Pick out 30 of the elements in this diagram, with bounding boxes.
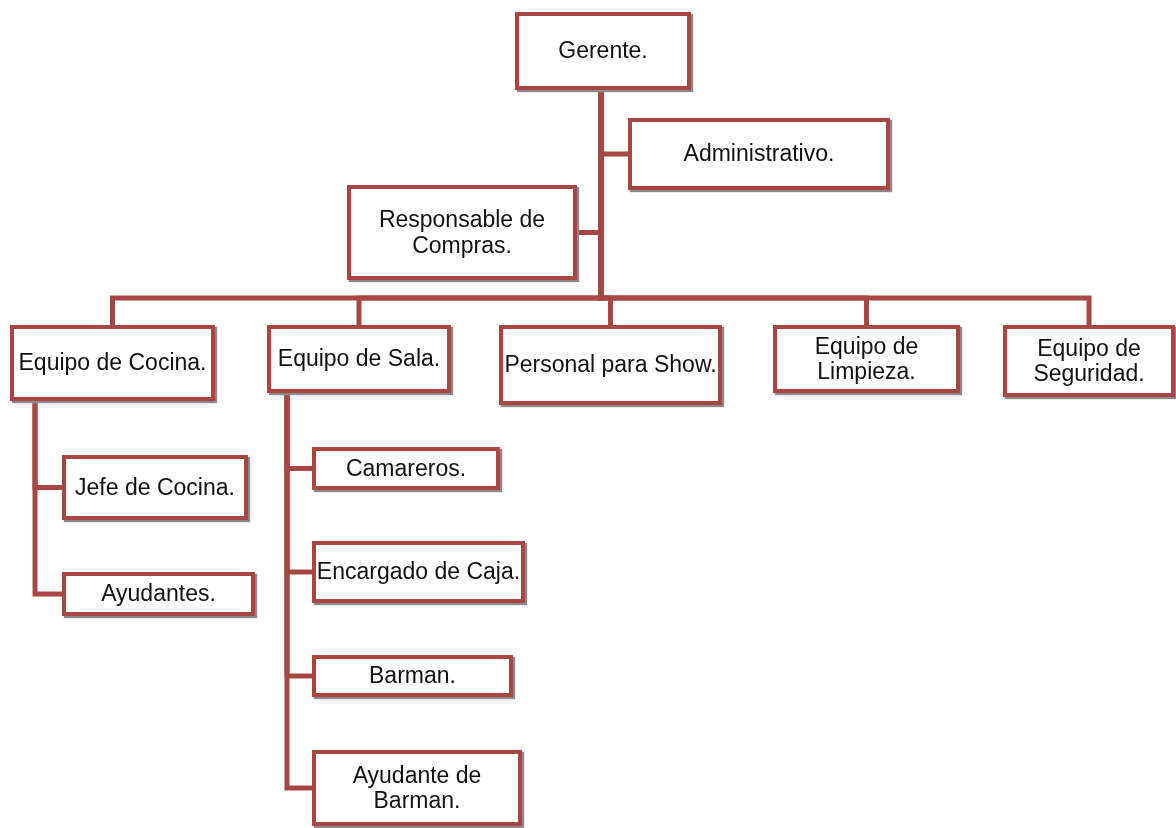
org-box — [499, 325, 722, 405]
role-label: Equipo de Seguridad. — [1032, 335, 1146, 387]
org-box — [62, 572, 255, 616]
org-box — [628, 118, 890, 190]
role-label: Gerente. — [558, 38, 648, 64]
role-label: Jefe de Cocina. — [75, 474, 235, 501]
org-box — [312, 541, 525, 603]
role-label: Equipo de Sala. — [277, 346, 441, 372]
org-box — [1003, 325, 1175, 397]
role-label: Equipo de Cocina. — [18, 350, 207, 376]
connector-line — [284, 393, 312, 791]
connector-line — [32, 401, 62, 597]
org-box — [773, 325, 960, 393]
role-label: Equipo de Limpieza. — [813, 333, 920, 385]
role-label: Responsable de Compras. — [377, 207, 547, 258]
org-box — [515, 12, 691, 90]
role-label: Camareros. — [345, 455, 467, 482]
org-box — [62, 455, 248, 520]
role-label: Personal para Show. — [504, 352, 717, 378]
org-box — [10, 325, 215, 401]
org-box — [347, 185, 577, 280]
role-label: Ayudantes. — [101, 581, 216, 607]
org-box — [312, 447, 500, 490]
role-label: Encargado de Caja. — [316, 559, 521, 585]
org-box — [312, 655, 513, 697]
role-label: Administrativo. — [683, 141, 835, 167]
org-box — [312, 750, 522, 826]
role-label: Barman. — [369, 663, 456, 689]
org-box — [267, 325, 451, 393]
role-label: Ayudante de Barman. — [351, 762, 483, 814]
